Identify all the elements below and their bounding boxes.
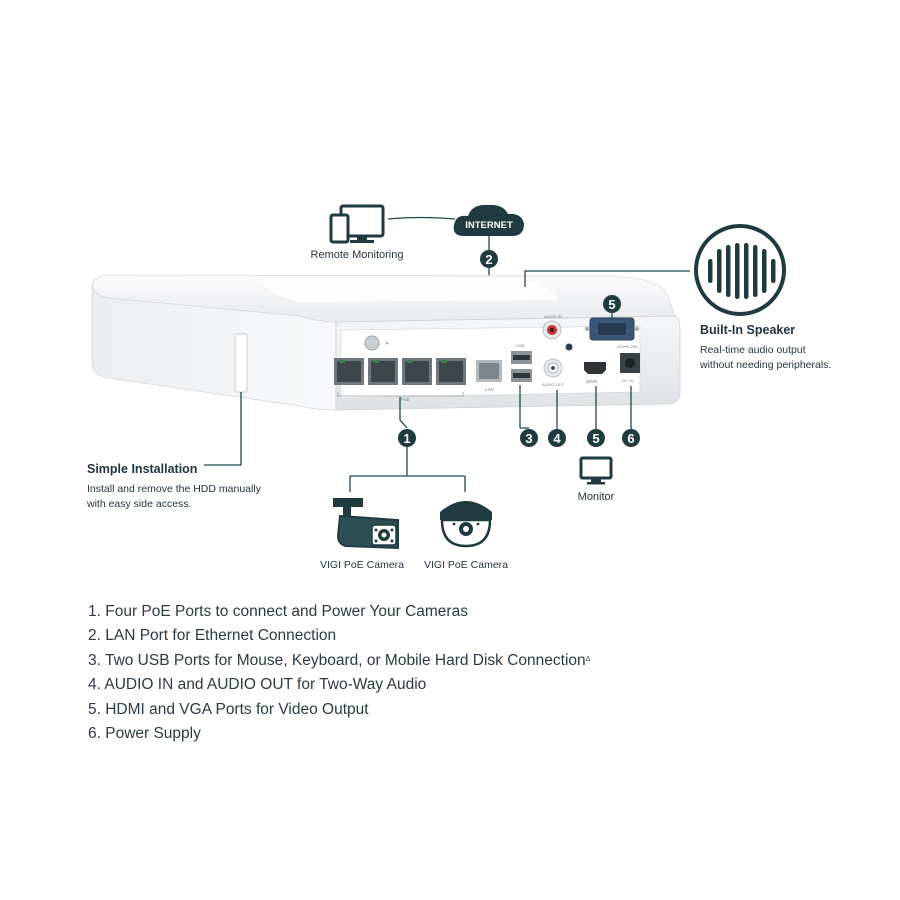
built-in-speaker-title: Built-In Speaker [700, 323, 795, 337]
power-rating-label: 52V⎓1.25A [617, 344, 638, 349]
callout-6-badge [622, 429, 640, 447]
vga-port [584, 317, 640, 341]
callout-2-badge [480, 250, 498, 268]
dome-camera-icon [440, 501, 492, 548]
callout-5-vga-number: 5 [608, 297, 615, 312]
feature-item-1: 1. Four PoE Ports to connect and Power Y… [88, 603, 468, 620]
audio-out-label: AUDIO OUT [542, 382, 565, 387]
callout-5-hdmi-badge [587, 429, 605, 447]
remote-monitoring-label: Remote Monitoring [311, 249, 404, 261]
callout-6-number: 6 [627, 431, 634, 446]
svg-text:⏚: ⏚ [384, 340, 390, 347]
hdd-callout-line [204, 392, 242, 466]
ground-screw [364, 335, 380, 351]
feature-item-4: 4. AUDIO IN and AUDIO OUT for Two-Way Au… [88, 676, 427, 694]
feature-item-2: 2. LAN Port for Ethernet Connection [88, 627, 337, 645]
audio-indicator [565, 343, 573, 351]
built-in-speaker-desc-2: without needing peripherals. [699, 359, 831, 371]
callout-3-badge [520, 429, 538, 447]
hdd-side-slot [234, 333, 248, 393]
callout-1-number: 1 [403, 431, 410, 446]
remote-internet-link [387, 216, 456, 220]
audio-in-jack [542, 320, 562, 340]
poe-port-label: PoE [401, 397, 410, 402]
monitor-label: Monitor [578, 491, 615, 503]
hdmi-port-label: HDMI [586, 379, 598, 384]
camera-right-label: VIGI PoE Camera [424, 559, 508, 571]
speaker-grille-icon [694, 224, 786, 316]
poe-ports [334, 358, 466, 397]
built-in-speaker-desc-1: Real-time audio output [700, 344, 806, 356]
callout-3-number: 3 [525, 431, 532, 446]
internet-label: INTERNET [465, 220, 513, 231]
callout-1-badge [398, 429, 416, 447]
usb-port-label: USB [516, 343, 525, 348]
camera-left-label: VIGI PoE Camera [320, 559, 404, 571]
simple-installation-desc-2: with easy side access. [86, 498, 191, 510]
feature-item-3: 3. Two USB Ports for Mouse, Keyboard, or… [88, 651, 591, 669]
feature-item-5: 5. HDMI and VGA Ports for Video Output [88, 700, 369, 718]
bullet-camera-icon [333, 498, 399, 550]
callout-1-branch [349, 447, 466, 492]
simple-installation-desc-1: Install and remove the HDD manually [87, 483, 262, 495]
monitor-icon [579, 456, 613, 485]
monitor-phone-icon [329, 204, 385, 244]
audio-out-jack [543, 358, 563, 378]
lan-port-label: LAN [485, 387, 494, 392]
speaker-callout-line [524, 270, 690, 287]
callout-2-number: 2 [485, 252, 492, 267]
dc-in-port [620, 353, 640, 373]
dc-in-label: DC IN [622, 378, 633, 383]
feature-list: 1. Four PoE Ports to connect and Power Y… [88, 600, 590, 746]
feature-item-6: 6. Power Supply [88, 725, 201, 743]
nvr-device: ⏚ PoE LAN [91, 274, 681, 411]
hdmi-port [584, 362, 606, 374]
callout-5-vga-badge [603, 295, 621, 313]
internet-cloud-icon [453, 204, 524, 236]
simple-installation-title: Simple Installation [87, 462, 197, 476]
nvr-connection-diagram: Remote Monitoring INTERNET 2 ⏚ [86, 204, 831, 571]
footnote-mark: Δ [585, 655, 591, 663]
audio-in-label: AUDIO IN [544, 314, 562, 319]
lan-port [476, 360, 502, 382]
usb-ports [511, 351, 532, 382]
callout-5-hdmi-number: 5 [592, 431, 599, 446]
callout-4-badge [548, 429, 566, 447]
callout-4-number: 4 [553, 431, 561, 446]
